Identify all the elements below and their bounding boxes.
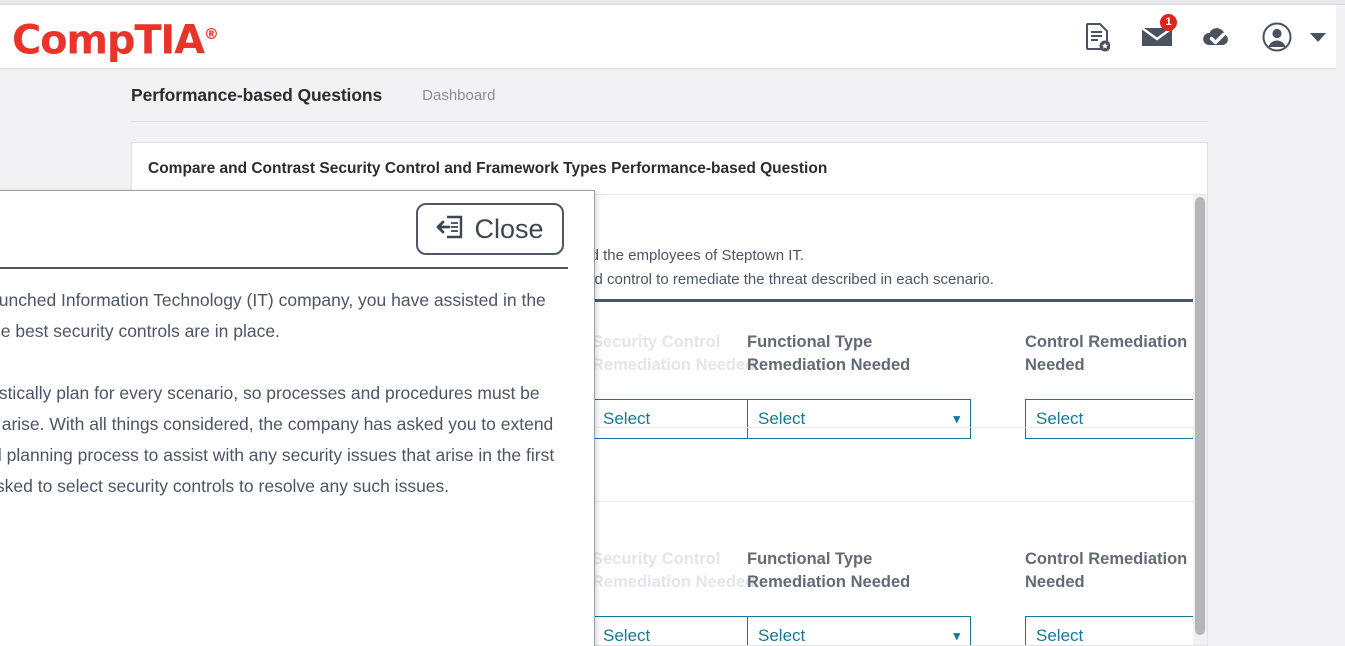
scenario-paragraph-1: As a security consultant for a newly lau…: [0, 290, 546, 341]
card-scrollbar-track[interactable]: [1193, 195, 1207, 645]
field-functional-type-1: Functional Type Remediation Needed Selec…: [747, 331, 971, 439]
registered-mark: ®: [203, 25, 219, 43]
field-functional-type-2: Functional Type Remediation Needed Selec…: [747, 548, 971, 645]
field-label: Security Control Remediation Needed: [592, 550, 756, 591]
field-label: Functional Type Remediation Needed: [747, 333, 911, 374]
header-icon-group: 1: [1080, 14, 1326, 55]
chevron-down-icon: ▾: [953, 411, 960, 426]
control-select-1[interactable]: Select ▾: [1025, 399, 1207, 439]
scenario-modal: Scenario Close As a security consultant …: [0, 190, 595, 646]
card-scrollbar-thumb[interactable]: [1195, 197, 1205, 635]
instructions-divider: [132, 299, 1195, 302]
scenario-modal-inner: Scenario Close As a security consultant …: [0, 191, 594, 646]
breadcrumb-dashboard[interactable]: Dashboard: [422, 87, 496, 104]
row-divider-1: [592, 427, 1195, 428]
functional-type-select-2[interactable]: Select ▾: [747, 616, 971, 645]
select-value: Select: [758, 626, 806, 645]
comptia-logo[interactable]: CompTIA®: [12, 12, 219, 64]
envelope-icon[interactable]: 1: [1140, 14, 1177, 55]
comptia-logo-text: CompTIA: [12, 17, 205, 64]
cloud-check-icon[interactable]: [1200, 19, 1234, 55]
user-avatar-icon[interactable]: [1260, 19, 1294, 55]
browser-top-strip: [0, 0, 1345, 5]
app-header: CompTIA® 1: [0, 5, 1336, 69]
select-value: Select: [1036, 626, 1084, 645]
field-label: Control Remediation Needed: [1025, 333, 1188, 374]
scenario-modal-divider: [0, 267, 568, 269]
close-button-label: Close: [474, 213, 544, 244]
chevron-down-icon: ▾: [953, 628, 960, 643]
control-select-2[interactable]: Select ▾: [1025, 616, 1207, 645]
back-arrow-box-icon: [436, 214, 464, 245]
scenario-modal-body: As a security consultant for a newly lau…: [0, 285, 568, 502]
select-value: Select: [1036, 409, 1084, 428]
close-button[interactable]: Close: [416, 203, 564, 255]
field-control-2: Control Remediation Needed Select ▾: [1025, 548, 1207, 645]
field-security-control-1: Security Control Remediation Needed Sele…: [592, 331, 816, 439]
page-nav-row: Performance-based Questions Dashboard: [131, 70, 1208, 122]
document-star-icon[interactable]: [1080, 19, 1114, 55]
field-label: Security Control Remediation Needed: [592, 333, 756, 374]
select-value: Select: [603, 626, 651, 645]
field-label: Functional Type Remediation Needed: [747, 550, 911, 591]
page-title: Performance-based Questions: [131, 85, 383, 105]
account-chevron-down-icon[interactable]: [1310, 32, 1326, 42]
row-divider-2: [592, 501, 1195, 502]
envelope-badge: 1: [1160, 14, 1177, 31]
question-card-title: Compare and Contrast Security Control an…: [132, 143, 1207, 195]
select-value: Select: [603, 409, 651, 428]
functional-type-select-1[interactable]: Select ▾: [747, 399, 971, 439]
field-label: Control Remediation Needed: [1025, 550, 1188, 591]
field-control-1: Control Remediation Needed Select ▾: [1025, 331, 1207, 439]
select-value: Select: [758, 409, 806, 428]
scenario-paragraph-2: However, an organization cannot realisti…: [0, 383, 555, 496]
